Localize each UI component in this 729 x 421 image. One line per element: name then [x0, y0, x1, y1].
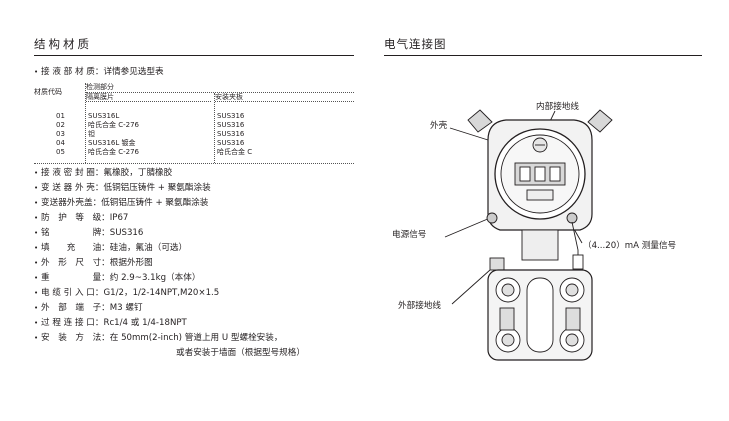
label-power-signal: 电源信号 [392, 230, 427, 240]
transmitter-wiring-diagram [444, 109, 613, 361]
bullet: • [34, 184, 39, 192]
cable-gland [572, 254, 584, 270]
flange-bolt-head [565, 333, 579, 347]
table-cell-flange: SUS316 [217, 139, 245, 147]
bullet: • [34, 229, 39, 237]
table-cell-diaphragm: SUS316L [88, 112, 120, 120]
conduit-entry-left [467, 109, 493, 133]
signal-terminal-screw [566, 212, 578, 224]
table-cell-code: 05 [56, 148, 65, 156]
table-row: 02 哈氏合金 C-276 SUS316 [34, 121, 354, 129]
spec-text: 重 量：约 2.9~3.1kg（本体） [41, 273, 201, 283]
spec-text: 电 缆 引 入 口：G1/2，1/2-14NPT,M20×1.5 [41, 288, 220, 298]
bullet: • [34, 274, 39, 282]
table-cell-diaphragm: SUS316L 镀金 [88, 139, 136, 147]
process-port-left [499, 307, 515, 331]
spec-wetted-materials: •接 液 部 材 质：详情参见选型表 [34, 67, 164, 78]
table-cell-flange: SUS316 [217, 130, 245, 138]
spec-cable-entry: •电 缆 引 入 口：G1/2，1/2-14NPT,M20×1.5 [34, 288, 219, 299]
label-housing: 外壳 [430, 121, 448, 131]
table-row: 03 钽 SUS316 [34, 130, 354, 138]
power-terminal-screw [486, 212, 498, 224]
spec-text: 外 形 尺 寸：根据外形图 [41, 258, 153, 268]
flange-bolt-head [501, 283, 515, 297]
bullet: • [34, 334, 39, 342]
section-title-wiring: 电气连接图 [384, 36, 702, 56]
table-cell-diaphragm: 哈氏合金 C-276 [88, 121, 139, 129]
spec-text: 变送器外壳盖：低铜铝压铸件 + 聚氨酯涂装 [41, 198, 209, 208]
conduit-entry-right [587, 109, 613, 133]
housing-neck [521, 229, 559, 261]
table-cell-code: 03 [56, 130, 65, 138]
spec-text: 安 装 方 法：在 50mm(2-inch) 管道上用 U 型螺栓安装， [41, 333, 283, 343]
flange-bolt-head [565, 283, 579, 297]
table-header-diaphragm: 隔离膜片 [86, 93, 211, 102]
section-title-structure: 结构材质 [34, 36, 354, 56]
terminal-1 [519, 166, 531, 182]
leader-power-signal [444, 217, 491, 238]
label-internal-ground: 内部接地线 [536, 102, 579, 112]
spec-text: 填 充 油：硅油，氟油（可选） [41, 243, 188, 253]
spec-text: 变 送 器 外 壳：低铜铝压铸件 + 聚氨酯涂装 [41, 183, 211, 193]
spec-mounting: •安 装 方 法：在 50mm(2-inch) 管道上用 U 型螺栓安装， [34, 333, 282, 344]
bullet: • [34, 169, 39, 177]
table-divider [214, 93, 215, 163]
spec-text: 接 液 部 材 质：详情参见选型表 [41, 67, 164, 77]
spec-protection: •防 护 等 级：IP67 [34, 213, 128, 224]
table-cell-flange: SUS316 [217, 121, 245, 129]
spec-weight: •重 量：约 2.9~3.1kg（本体） [34, 273, 200, 284]
spec-text: 外 部 端 子：M3 螺钉 [41, 303, 143, 313]
terminal-label-plate [526, 189, 554, 201]
table-cell-code: 04 [56, 139, 65, 147]
table-cell-flange: SUS316 [217, 112, 245, 120]
spec-external-terminal: •外 部 端 子：M3 螺钉 [34, 303, 143, 314]
table-row: 04 SUS316L 镀金 SUS316 [34, 139, 354, 147]
leader-external-ground [451, 269, 491, 305]
table-header-group: 检测部分 [86, 83, 354, 93]
bullet: • [34, 244, 39, 252]
spec-dimensions: •外 形 尺 寸：根据外形图 [34, 258, 153, 269]
table-cell-code: 02 [56, 121, 65, 129]
capsule-center [526, 277, 554, 353]
bullet: • [34, 68, 39, 76]
table-cell-flange: 哈氏合金 C [217, 148, 253, 156]
bullet: • [34, 319, 39, 327]
label-external-ground: 外部接地线 [398, 301, 441, 311]
table-cell-code: 01 [56, 112, 65, 120]
flange-bolt-head [501, 333, 515, 347]
table-cell-diaphragm: 钽 [88, 130, 95, 138]
table-header-code: 材质代码 [34, 88, 62, 96]
table-header-flange: 安装夹板 [215, 93, 354, 102]
bullet: • [34, 199, 39, 207]
leader-housing [449, 127, 489, 141]
bullet: • [34, 214, 39, 222]
table-cell-diaphragm: 哈氏合金 C-276 [88, 148, 139, 156]
spec-nameplate: •铭 牌：SUS316 [34, 228, 143, 239]
table-bottom-border [34, 163, 354, 164]
bullet: • [34, 304, 39, 312]
external-ground-tab [489, 257, 505, 271]
bullet: • [34, 259, 39, 267]
bullet: • [34, 289, 39, 297]
label-measure-signal: （4...20）mA 测量信号 [583, 241, 677, 251]
spec-text: 铭 牌：SUS316 [41, 228, 144, 238]
terminal-2 [534, 166, 546, 182]
process-port-right [565, 307, 581, 331]
spec-mounting-continuation: 或者安装于墙面（根据型号规格） [176, 348, 305, 358]
spec-text: 过 程 连 接 口：Rc1/4 或 1/4-18NPT [41, 318, 187, 328]
spec-text: 接 液 密 封 圈：氟橡胶，丁腈橡胶 [41, 168, 173, 178]
table-row: 05 哈氏合金 C-276 哈氏合金 C [34, 148, 354, 156]
table-divider [85, 83, 86, 163]
spec-fill-oil: •填 充 油：硅油，氟油（可选） [34, 243, 187, 254]
spec-process-connection: •过 程 连 接 口：Rc1/4 或 1/4-18NPT [34, 318, 187, 329]
spec-housing: •变 送 器 外 壳：低铜铝压铸件 + 聚氨酯涂装 [34, 183, 211, 194]
terminal-3 [549, 166, 561, 182]
spec-seal: •接 液 密 封 圈：氟橡胶，丁腈橡胶 [34, 168, 172, 179]
table-row: 01 SUS316L SUS316 [34, 112, 354, 120]
spec-housing-cover: •变送器外壳盖：低铜铝压铸件 + 聚氨酯涂装 [34, 198, 208, 209]
spec-text: 防 护 等 级：IP67 [41, 213, 129, 223]
